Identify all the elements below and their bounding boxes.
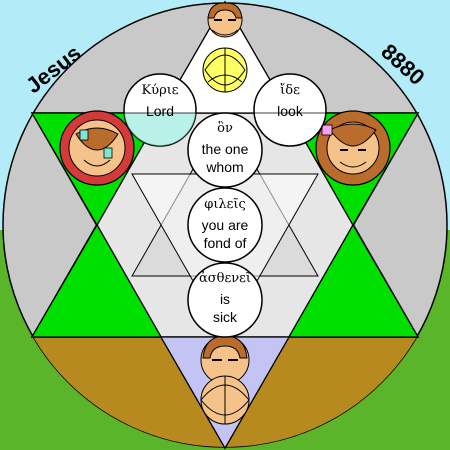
hon-english-line2: whom: [205, 159, 243, 175]
right-face: [315, 110, 391, 186]
kyrie-english: Lord: [146, 103, 174, 119]
word-circle-hon: ὃν the one whom: [187, 112, 263, 188]
right-lower-point: [287, 223, 420, 338]
top-face: [202, 2, 248, 93]
ide-greek: ἴδε: [280, 82, 300, 98]
left-face: [59, 110, 135, 186]
word-circle-ide: ἴδε look: [253, 73, 327, 147]
asthenei-greek: ἀσθενεῖ: [199, 271, 251, 286]
word-circle-kyrie: Κύριε Lord: [123, 73, 197, 147]
bottom-face: [200, 335, 250, 425]
phileis-english-line1: you are: [202, 217, 249, 233]
hon-english-line1: the one: [202, 141, 249, 157]
kyrie-greek: Κύριε: [141, 83, 178, 98]
hon-greek: ὃν: [217, 121, 233, 136]
asthenei-english-line1: is: [220, 291, 230, 307]
left-lower-point: [30, 223, 163, 338]
phileis-english-line2: fond of: [204, 235, 247, 251]
phileis-greek: φιλεῖς: [204, 197, 246, 212]
asthenei-english-line2: sick: [213, 309, 238, 325]
ide-english: look: [277, 103, 304, 119]
word-circle-asthenei: ἀσθενεῖ is sick: [187, 262, 263, 338]
word-circle-phileis: φιλεῖς you are fond of: [187, 187, 263, 263]
